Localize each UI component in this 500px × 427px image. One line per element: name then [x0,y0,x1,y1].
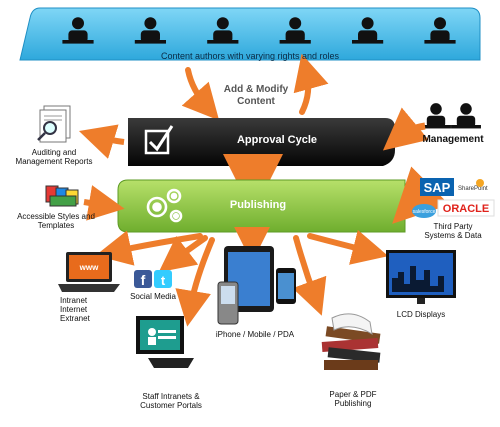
staff-monitor-icon [136,316,194,368]
facebook-logo-text: f [141,272,146,288]
management-people-group [421,103,481,129]
author-people-group [62,17,456,44]
magnifier-icon [43,121,57,135]
sharepoint-logo [476,179,484,187]
mobile-devices-icon [217,246,296,325]
author-person-icon [134,17,166,44]
publishing-label: Publishing [229,199,287,211]
sap-logo-text: SAP [424,180,451,195]
salesforce-logo [412,204,436,218]
intranet-label: Intranet Internet Extranet [60,296,90,324]
sharepoint-logo-text: SharePoint [458,186,488,192]
styles-templates-icon [45,185,79,207]
arrow-authors-to-approval [181,67,220,121]
twitter-logo-text: t [161,273,166,288]
arrow-management-to-approval [382,107,429,151]
laptop-screen-text: www [79,263,99,272]
author-arrows [181,53,329,121]
arrow-to-staff [175,237,215,327]
sap-logo [420,178,454,196]
auditing-report-icon [37,105,71,143]
arrow-to-social [158,235,208,273]
oracle-logo [437,199,495,217]
manager-person-icon [421,103,451,129]
gears-icon [146,188,183,223]
social-media-label: Social Media [130,292,176,301]
author-person-icon [352,17,384,44]
checkmark-icon [148,125,174,152]
author-person-icon [424,17,456,44]
third-party-logos: SAP SharePoint ORACLE salesforce [412,178,495,218]
keyboard-icon [148,358,194,368]
lcd-label: LCD Displays [396,310,446,319]
auditing-label: Auditing and Management Reports [15,148,93,167]
staff-label: Staff Intranets & Customer Portals [140,392,202,411]
paper-books-icon [321,313,381,370]
arrow-approval-to-authors [293,53,329,115]
author-person-icon [62,17,94,44]
third-party-label: Third Party Systems & Data [424,222,482,241]
approval-cycle-band [128,118,395,166]
social-media-logos: f t [134,270,172,288]
twitter-logo [154,270,172,288]
author-person-icon [279,17,311,44]
output-arrows [95,226,389,327]
checkbox-icon [144,129,170,155]
authors-bar-label: Content authors with varying rights and … [160,51,340,61]
paper-label: Paper & PDF Publishing [329,390,377,409]
management-label: Management [422,134,484,145]
author-person-icon [207,17,239,44]
laptop-icon: www [58,252,120,292]
arrow-third-party-to-publishing [392,166,450,224]
content-authors-bar [19,7,481,61]
salesforce-logo-text: salesforce [413,209,436,215]
manager-person-icon [451,103,481,129]
oracle-logo-text: ORACLE [443,203,489,215]
arrow-styles-to-publishing [83,185,125,221]
lcd-display-icon [386,250,456,304]
styles-label: Accessible Styles and Templates [17,212,95,231]
arrow-to-lcd [307,229,389,265]
mobile-label: iPhone / Mobile / PDA [215,330,295,339]
approval-cycle-label: Approval Cycle [236,134,318,146]
arrow-to-paper [292,235,327,316]
arrow-approval-to-auditing [78,124,125,159]
add-modify-label: Add & Modify Content [223,84,289,107]
facebook-logo [134,270,152,288]
